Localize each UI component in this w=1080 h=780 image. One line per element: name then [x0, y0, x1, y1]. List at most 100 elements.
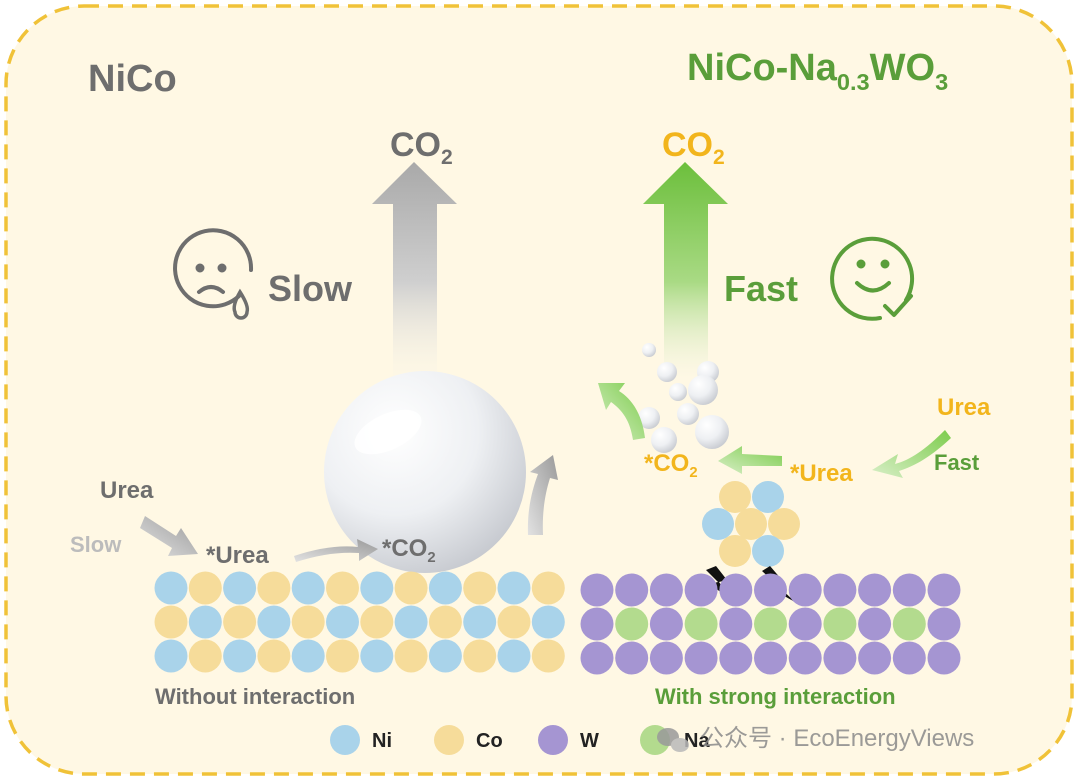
legend-swatch-co [434, 725, 464, 755]
left-adsorbed-reactant: *Urea [206, 542, 269, 569]
right-rate-label: Fast [724, 268, 798, 309]
atom-co [326, 571, 359, 605]
right-adsorbed-reactant: *Urea [790, 460, 853, 487]
atom-co [257, 571, 291, 605]
left-reactant-label: Urea [100, 477, 154, 504]
right-urea-arrow [872, 430, 951, 478]
left-slow-arrow [372, 162, 457, 380]
small-gas-bubbles [638, 343, 729, 453]
atom-w [649, 641, 683, 675]
right-reactant-rate-label: Fast [934, 450, 980, 475]
left-conversion-arrow [294, 539, 378, 562]
atom-w [580, 641, 614, 675]
happy-face-check-icon [830, 236, 915, 321]
left-product-label: CO2 [390, 126, 453, 169]
atom-ni [497, 639, 531, 673]
legend-label-na: Na [684, 730, 710, 752]
atom-co [188, 639, 222, 673]
atom-ni [154, 639, 188, 673]
atom-co [291, 605, 325, 639]
atom-w [580, 573, 614, 607]
atom-w [927, 607, 961, 641]
atom-co [394, 571, 428, 605]
right-conversion-arrow [718, 446, 782, 474]
left-title: NiCo [88, 58, 177, 100]
atom-w [892, 573, 926, 607]
right-caption: With strong interaction [655, 684, 896, 709]
left-urea-arrow [140, 516, 198, 556]
atom-co [719, 481, 751, 513]
atom-w [649, 607, 683, 641]
atom-ni [360, 571, 394, 605]
left-reactant-rate-label: Slow [70, 532, 122, 557]
atom-w [927, 573, 961, 607]
legend-label-co: Co [476, 730, 503, 752]
atom-ni [257, 605, 291, 639]
legend: Ni Co W Na [330, 725, 710, 755]
atom-w [858, 641, 892, 675]
atom-co [188, 571, 222, 605]
atom-ni [360, 639, 394, 673]
left-adsorbed-product: *CO2 [382, 535, 436, 566]
atom-w [927, 641, 961, 675]
atom-w [754, 573, 787, 607]
atom-ni [223, 639, 257, 673]
atom-co [257, 639, 291, 673]
right-reactant-label: Urea [937, 394, 991, 421]
atom-na [892, 607, 926, 641]
atom-w [719, 573, 753, 607]
atom-w [858, 573, 892, 607]
atom-co [463, 639, 497, 673]
atom-w [892, 641, 926, 675]
atom-co [531, 639, 565, 673]
atom-ni [702, 508, 734, 540]
wechat-icon-part [671, 738, 689, 752]
atom-ni [531, 605, 565, 639]
atom-co [326, 639, 359, 673]
atom-ni [291, 571, 325, 605]
atom-co [463, 571, 497, 605]
right-fast-arrow [643, 162, 728, 380]
atom-na [754, 607, 787, 641]
atom-co [735, 508, 767, 540]
atom-co [154, 605, 188, 639]
atom-co [497, 605, 531, 639]
nico-cluster [702, 481, 800, 567]
legend-swatch-ni [330, 725, 360, 755]
left-caption: Without interaction [155, 684, 355, 709]
atom-co [428, 605, 462, 639]
atom-ni [497, 571, 531, 605]
legend-label-ni: Ni [372, 730, 392, 752]
left-release-arrow [527, 455, 558, 535]
atom-co [768, 508, 800, 540]
right-title: NiCo-Na0.3WO3 [687, 47, 948, 95]
atom-co [223, 605, 257, 639]
atom-w [719, 641, 753, 675]
right-release-arrow [598, 383, 645, 440]
atom-co [394, 639, 428, 673]
legend-label-w: W [580, 730, 599, 752]
atom-w [754, 641, 787, 675]
legend-swatch-w [538, 725, 568, 755]
atom-w [684, 641, 718, 675]
atom-na [684, 607, 718, 641]
atom-ni [752, 481, 784, 513]
atom-ni [752, 535, 784, 567]
atom-w [615, 641, 649, 675]
atom-ni [188, 605, 222, 639]
atom-co [531, 571, 565, 605]
atom-ni [463, 605, 497, 639]
atom-na [615, 607, 649, 641]
atom-w [823, 641, 857, 675]
nawo3-support-lattice [580, 573, 961, 675]
nico-surface-lattice [154, 571, 565, 673]
atom-ni [291, 639, 325, 673]
atom-co [360, 605, 394, 639]
atom-w [615, 573, 649, 607]
atom-w [580, 607, 614, 641]
atom-w [858, 607, 892, 641]
atom-ni [154, 571, 188, 605]
watermark: 公众号 · EcoEnergyViews [657, 725, 974, 752]
